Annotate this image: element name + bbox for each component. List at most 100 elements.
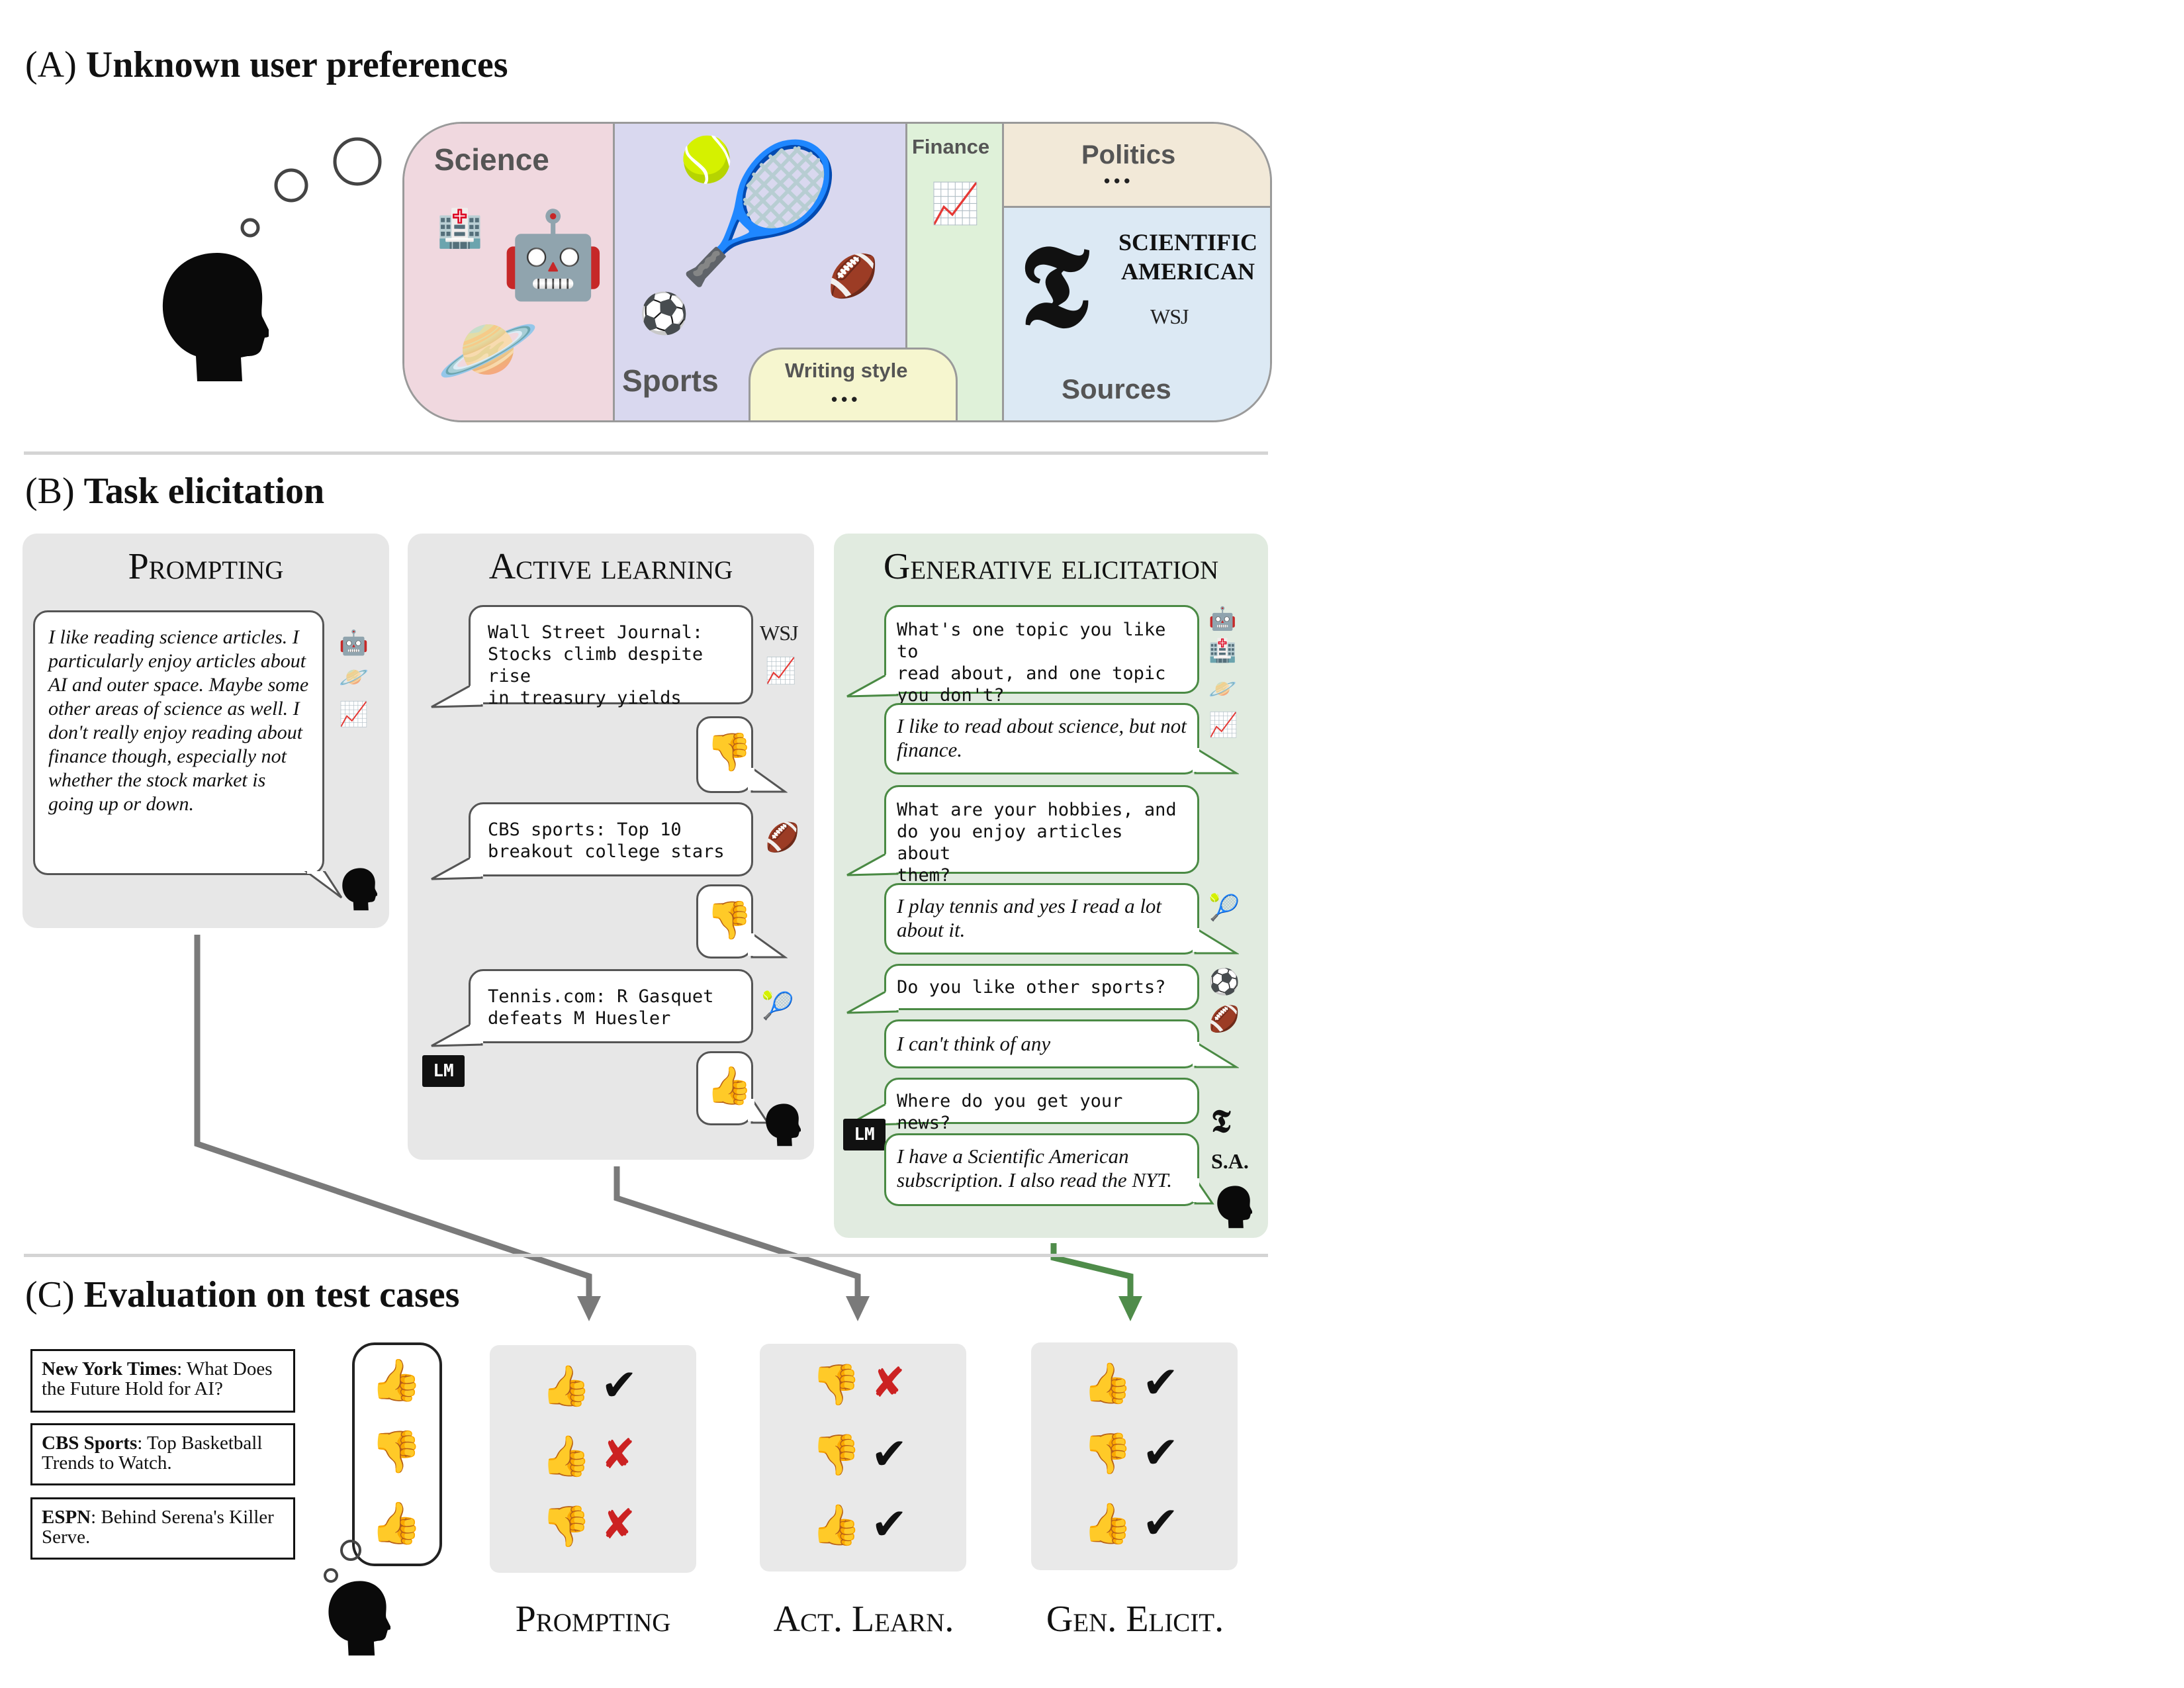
wsj-logo: WSJ [760, 621, 798, 645]
writing-style-ellipsis: ••• [831, 389, 862, 409]
robot-icon: 🤖 [1208, 606, 1237, 632]
thumbs-down-icon: 👎 [541, 1503, 591, 1550]
thought-bubbles [324, 1540, 361, 1583]
ge-question-1: What's one topic you like to read about,… [884, 605, 1199, 706]
test-case-source: New York Times [42, 1358, 177, 1380]
generative-elicitation-arrow [1050, 1243, 1134, 1299]
thumbs-up-icon: 👍 [541, 1433, 591, 1479]
divider [1002, 206, 1270, 208]
al-query-3-text: Tennis.com: R Gasquet defeats M Huesler [488, 986, 714, 1029]
bubble-tail [748, 768, 788, 793]
section-c-prefix: (C) [25, 1274, 75, 1315]
thumbs-up-icon: 👍 [1083, 1360, 1132, 1407]
al-answer-3: 👍 [696, 1051, 753, 1125]
al-query-2-text: CBS sports: Top 10 breakout college star… [488, 820, 725, 862]
section-c-heading: Evaluation on test cases [83, 1274, 460, 1315]
al-query-3: Tennis.com: R Gasquet defeats M Huesler [469, 969, 753, 1043]
sciam-line1: SCIENTIFIC [1118, 229, 1258, 256]
result-row: 👍✔ [490, 1364, 696, 1417]
active-learning-title: Active learning [488, 546, 733, 587]
check-icon: ✔ [601, 1360, 638, 1411]
al-answer-1: 👎 [696, 716, 753, 793]
section-b-prefix: (B) [25, 471, 75, 512]
bubble-tail [1193, 748, 1239, 774]
hospital-icon: 🏥 [437, 207, 483, 250]
robot-icon: 🤖 [500, 206, 606, 305]
prompting-title: Prompting [128, 546, 284, 587]
cross-icon: ✘ [871, 1358, 905, 1407]
result-row: 👍✔ [760, 1503, 966, 1556]
robot-icon: 🤖 [339, 630, 369, 657]
section-a-title: (A) Unknown user preferences [25, 44, 508, 86]
sciam-logo: SCIENTIFIC AMERICAN [1118, 228, 1257, 286]
test-case-source: CBS Sports [42, 1432, 138, 1454]
al-answer-2: 👎 [696, 884, 753, 959]
planet-icon: 🪐 [437, 302, 539, 397]
tennis-ball-icon: 🎾 [761, 991, 794, 1021]
bubble-tail [846, 854, 899, 876]
ge-answer-1: I like to read about science, but not fi… [884, 703, 1199, 774]
cross-icon: ✘ [601, 1500, 635, 1548]
test-case-card: New York Times: What Does the Future Hol… [30, 1349, 295, 1413]
arrow-head [846, 1296, 870, 1321]
ge-question-2-text: What are your hobbies, and do you enjoy … [897, 800, 1177, 886]
al-query-2: CBS sports: Top 10 breakout college star… [469, 802, 753, 876]
sources-label: Sources [1062, 373, 1171, 404]
divider [1002, 124, 1004, 420]
planet-icon: 🪐 [1208, 676, 1237, 702]
chart-icon: 📈 [765, 656, 797, 685]
politics-label: Politics [1081, 140, 1176, 169]
thumbs-down-icon: 👎 [371, 1427, 422, 1476]
ge-answer-3-text: I can't think of any [897, 1032, 1051, 1055]
result-panel-prompting: 👍✔👍✘👎✘ [490, 1345, 696, 1573]
section-b-title: (B) Task elicitation [25, 470, 324, 512]
result-row: 👎✔ [760, 1432, 966, 1485]
bubble-tail [304, 871, 343, 899]
active-learning-arrow [614, 1166, 861, 1299]
user-head-icon [766, 1103, 801, 1147]
result-row: 👎✘ [490, 1504, 696, 1557]
bubble-tail [748, 1099, 770, 1124]
sciam-logo: S.A. [1211, 1149, 1249, 1173]
prompting-bubble: I like reading science articles. I parti… [33, 610, 324, 875]
result-panel-active-learning: 👎✘ 👎✔ 👍✔ [760, 1344, 966, 1571]
nyt-logo-icon: 𝕿 [1211, 1103, 1231, 1140]
al-query-1-text: Wall Street Journal: Stocks climb despit… [488, 622, 704, 708]
test-case-card: ESPN: Behind Serena's Killer Serve. [30, 1497, 295, 1560]
politics-region [1003, 124, 1270, 207]
tennis-ball-icon: 🎾 [1208, 893, 1240, 922]
al-query-1: Wall Street Journal: Stocks climb despit… [469, 605, 753, 708]
section-divider [24, 451, 1268, 455]
result-row: 👍✘ [490, 1434, 696, 1487]
chart-icon: 📈 [1208, 712, 1238, 739]
sciam-line2: AMERICAN [1121, 258, 1255, 285]
section-b-heading: Task elicitation [83, 471, 325, 512]
bubble-tail [1193, 1042, 1239, 1068]
ge-question-1-text: What's one topic you like to read about,… [897, 620, 1166, 706]
bubble-tail [431, 1025, 483, 1047]
nyt-logo-icon: 𝕿 [1019, 218, 1089, 353]
planet-icon: 🪐 [339, 664, 369, 691]
section-divider [24, 1254, 1268, 1257]
result-row: 👎✘ [760, 1362, 966, 1415]
preference-categories-box [402, 122, 1272, 422]
ge-answer-4-text: I have a Scientific American subscriptio… [897, 1145, 1172, 1192]
chart-icon: 📈 [931, 181, 980, 227]
ge-question-4-text: Where do you get your news? [897, 1091, 1123, 1133]
thumbs-up-icon: 👍 [706, 1064, 752, 1107]
user-head-icon [162, 253, 269, 381]
writing-style-region [749, 348, 958, 420]
section-a-heading: Unknown user preferences [85, 44, 508, 85]
prompting-text: I like reading science articles. I parti… [48, 626, 309, 815]
sources-region [1003, 207, 1270, 420]
ge-answer-2: I play tennis and yes I read a lot about… [884, 883, 1199, 955]
wsj-logo: WSJ [1150, 305, 1189, 328]
check-icon: ✔ [1142, 1357, 1179, 1408]
ge-answer-1-text: I like to read about science, but not fi… [897, 714, 1187, 761]
method-label-prompting: Prompting [515, 1599, 671, 1640]
soccer-ball-icon: ⚽ [639, 291, 689, 337]
hospital-icon: 🏥 [1208, 637, 1237, 664]
check-icon: ✔ [1142, 1427, 1179, 1478]
ge-question-3-text: Do you like other sports? [897, 977, 1166, 998]
thought-bubbles [240, 137, 382, 238]
